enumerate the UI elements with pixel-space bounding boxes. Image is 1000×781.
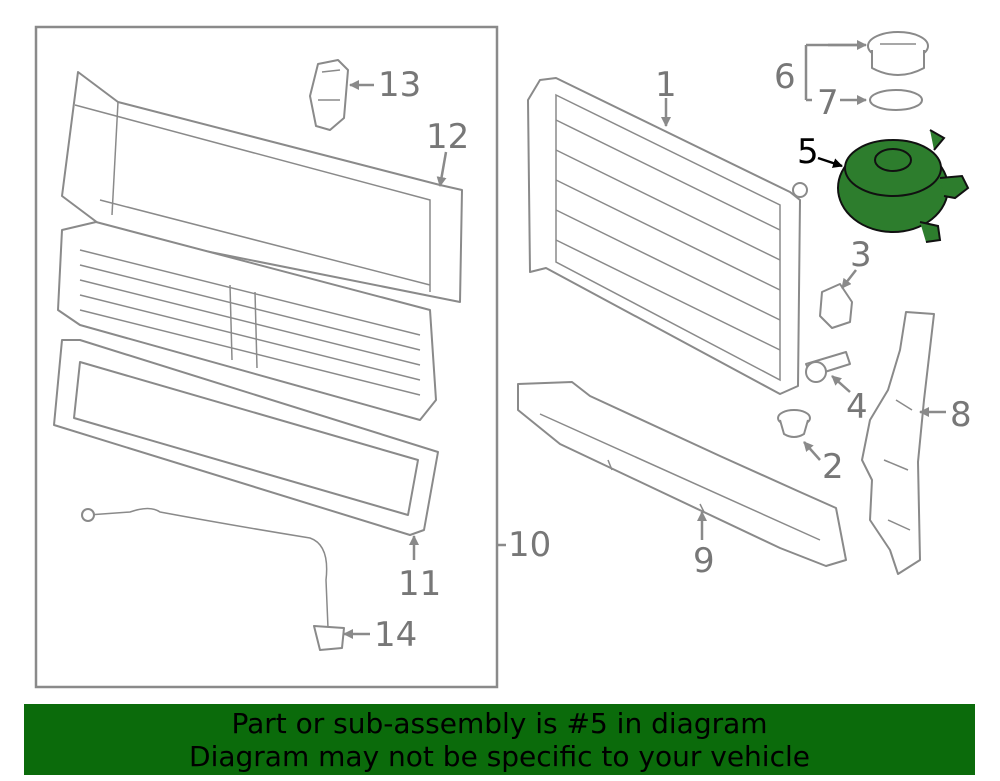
callout-9: 9 — [693, 541, 715, 581]
callout-11: 11 — [398, 564, 441, 604]
callout-8: 8 — [950, 395, 972, 435]
banner-line-1: Part or sub-assembly is #5 in diagram — [231, 707, 768, 740]
callout-7: 7 — [817, 83, 839, 123]
leader-5 — [817, 156, 843, 168]
part-shutter-assembly — [57, 221, 437, 421]
callout-14: 14 — [374, 615, 417, 655]
callout-4: 4 — [846, 387, 868, 427]
part-5-reservoir — [837, 129, 970, 243]
callout-3: 3 — [850, 235, 872, 275]
leader-4 — [831, 375, 851, 393]
callout-5: 5 — [797, 132, 819, 172]
part-3-bracket — [819, 283, 853, 329]
callout-6: 6 — [774, 57, 796, 97]
part-8-side-deflector — [861, 311, 935, 575]
info-banner: Part or sub-assembly is #5 in diagram Di… — [24, 704, 975, 775]
part-12-upper-deflector — [61, 71, 463, 303]
part-6-cap — [867, 31, 929, 76]
part-2-grommet — [777, 409, 811, 438]
part-9-lower-deflector — [517, 381, 847, 567]
leader-2 — [803, 441, 821, 461]
leader-3 — [841, 269, 857, 289]
callout-13: 13 — [378, 65, 421, 105]
callout-2: 2 — [822, 447, 844, 487]
parts-diagram: 1 2 3 4 5 6 7 8 9 10 11 12 13 14 — [34, 25, 972, 689]
callout-10: 10 — [508, 525, 551, 565]
part-1-radiator — [527, 77, 808, 395]
leader-12 — [436, 151, 448, 187]
part-11-lower-frame — [53, 339, 439, 536]
callout-12: 12 — [426, 117, 469, 157]
part-7-oring — [869, 89, 923, 111]
part-4-bolt — [805, 351, 851, 383]
subassembly-box — [34, 25, 499, 689]
part-14-harness — [81, 507, 345, 651]
callout-1: 1 — [655, 65, 677, 105]
part-13-sensor — [309, 59, 349, 131]
banner-line-2: Diagram may not be specific to your vehi… — [189, 740, 810, 773]
